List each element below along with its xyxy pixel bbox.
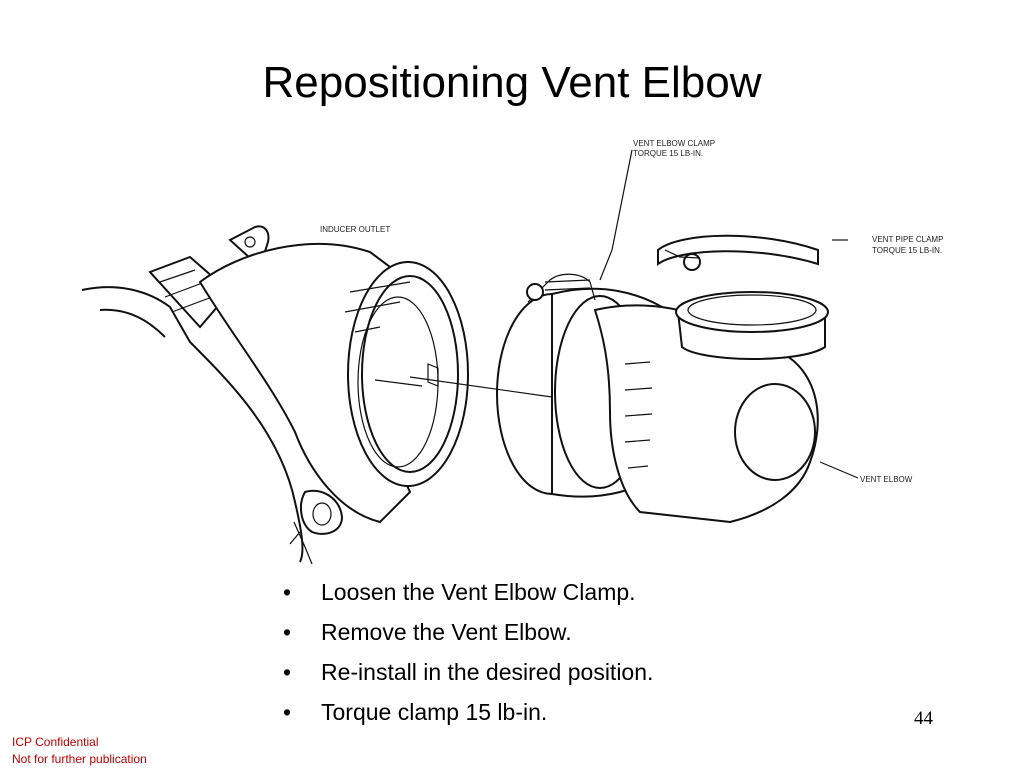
footer-line-confidential: ICP Confidential <box>12 735 99 749</box>
page-number: 44 <box>914 708 933 729</box>
callout-vent-pipe-clamp: VENT PIPE CLAMP <box>872 235 943 244</box>
callout-vent-elbow-clamp: VENT ELBOW CLAMP <box>633 139 715 148</box>
callout-leader-lines <box>599 149 859 479</box>
bullet-icon: • <box>283 659 292 685</box>
callout-vent-elbow-clamp-torque: TORQUE 15 LB-IN. <box>633 149 703 158</box>
callout-inducer-outlet: INDUCER OUTLET <box>320 225 390 234</box>
instruction-text: Re-install in the desired position. <box>321 659 654 685</box>
instruction-list: • Loosen the Vent Elbow Clamp. • Remove th… <box>283 572 653 732</box>
list-item: • Torque clamp 15 lb-in. <box>283 692 653 732</box>
confidential-footer: ICP Confidential Not for further publica… <box>12 734 147 768</box>
list-item: • Loosen the Vent Elbow Clamp. <box>283 572 653 612</box>
inducer-outlet-drawing <box>81 225 469 565</box>
vent-elbow-drawing <box>409 234 829 524</box>
vent-elbow-diagram: INDUCER OUTLET VENT ELBOW CLAMP TORQUE 1… <box>81 139 943 565</box>
list-item: • Re-install in the desired position. <box>283 652 653 692</box>
callout-vent-elbow: VENT ELBOW <box>860 475 913 484</box>
callout-vent-pipe-clamp-torque: TORQUE 15 LB-IN. <box>872 246 942 255</box>
list-item: • Remove the Vent Elbow. <box>283 612 653 652</box>
bullet-icon: • <box>283 619 292 645</box>
bullet-icon: • <box>283 699 292 725</box>
footer-line-publication: Not for further publication <box>12 752 147 766</box>
bullet-icon: • <box>283 579 292 605</box>
instruction-text: Loosen the Vent Elbow Clamp. <box>321 579 636 605</box>
instruction-text: Remove the Vent Elbow. <box>321 619 572 645</box>
instruction-text: Torque clamp 15 lb-in. <box>321 699 548 725</box>
slide-title: Repositioning Vent Elbow <box>262 58 762 107</box>
